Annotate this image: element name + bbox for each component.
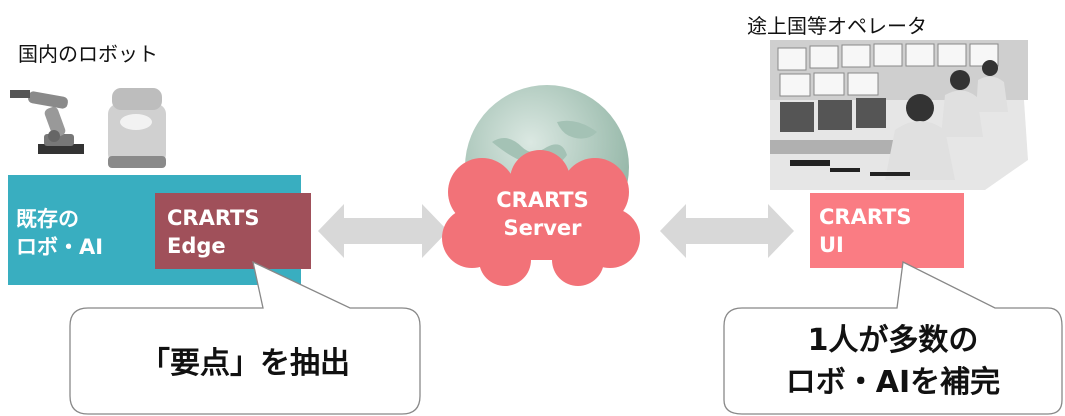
support-callout-bubble (723, 261, 1063, 415)
service-robot-icon (108, 88, 166, 168)
cloud-server-shape (442, 150, 640, 286)
crarts-edge-line1: CRARTS (167, 206, 260, 230)
robots-illustration (10, 88, 166, 168)
existing-robots-label-line1: 既存の (16, 207, 79, 231)
operators-photo (770, 40, 1028, 190)
server-ui-double-arrow-icon (660, 204, 794, 258)
crarts-server-label: CRARTS Server (440, 186, 645, 242)
crarts-edge-line2: Edge (167, 234, 226, 258)
domestic-robots-caption: 国内のロボット (18, 42, 158, 66)
operators-caption: 途上国等オペレータ (747, 14, 927, 38)
crarts-ui-line1: CRARTS (819, 205, 912, 229)
crarts-ui-line2: UI (819, 233, 844, 257)
crarts-server-line1: CRARTS (496, 188, 589, 212)
crarts-edge-box (155, 193, 311, 269)
extract-callout-text: 「要点」を抽出 (140, 346, 350, 381)
extract-callout-bubble (69, 260, 421, 415)
crarts-server-line2: Server (503, 216, 582, 240)
industrial-robot-arm-icon (10, 90, 84, 154)
crarts-edge-label: CRARTS Edge (167, 204, 260, 260)
edge-server-double-arrow-icon (318, 204, 448, 258)
crarts-ui-box (810, 193, 964, 268)
support-callout-text: 1人が多数の ロボ・AIを補完 (726, 320, 1060, 404)
support-callout-line2: ロボ・AIを補完 (785, 365, 1001, 400)
crarts-ui-label: CRARTS UI (819, 203, 912, 259)
existing-robots-label: 既存の ロボ・AI (16, 205, 103, 261)
existing-robots-label-line2: ロボ・AI (16, 235, 104, 259)
support-callout-line1: 1人が多数の (807, 323, 979, 358)
